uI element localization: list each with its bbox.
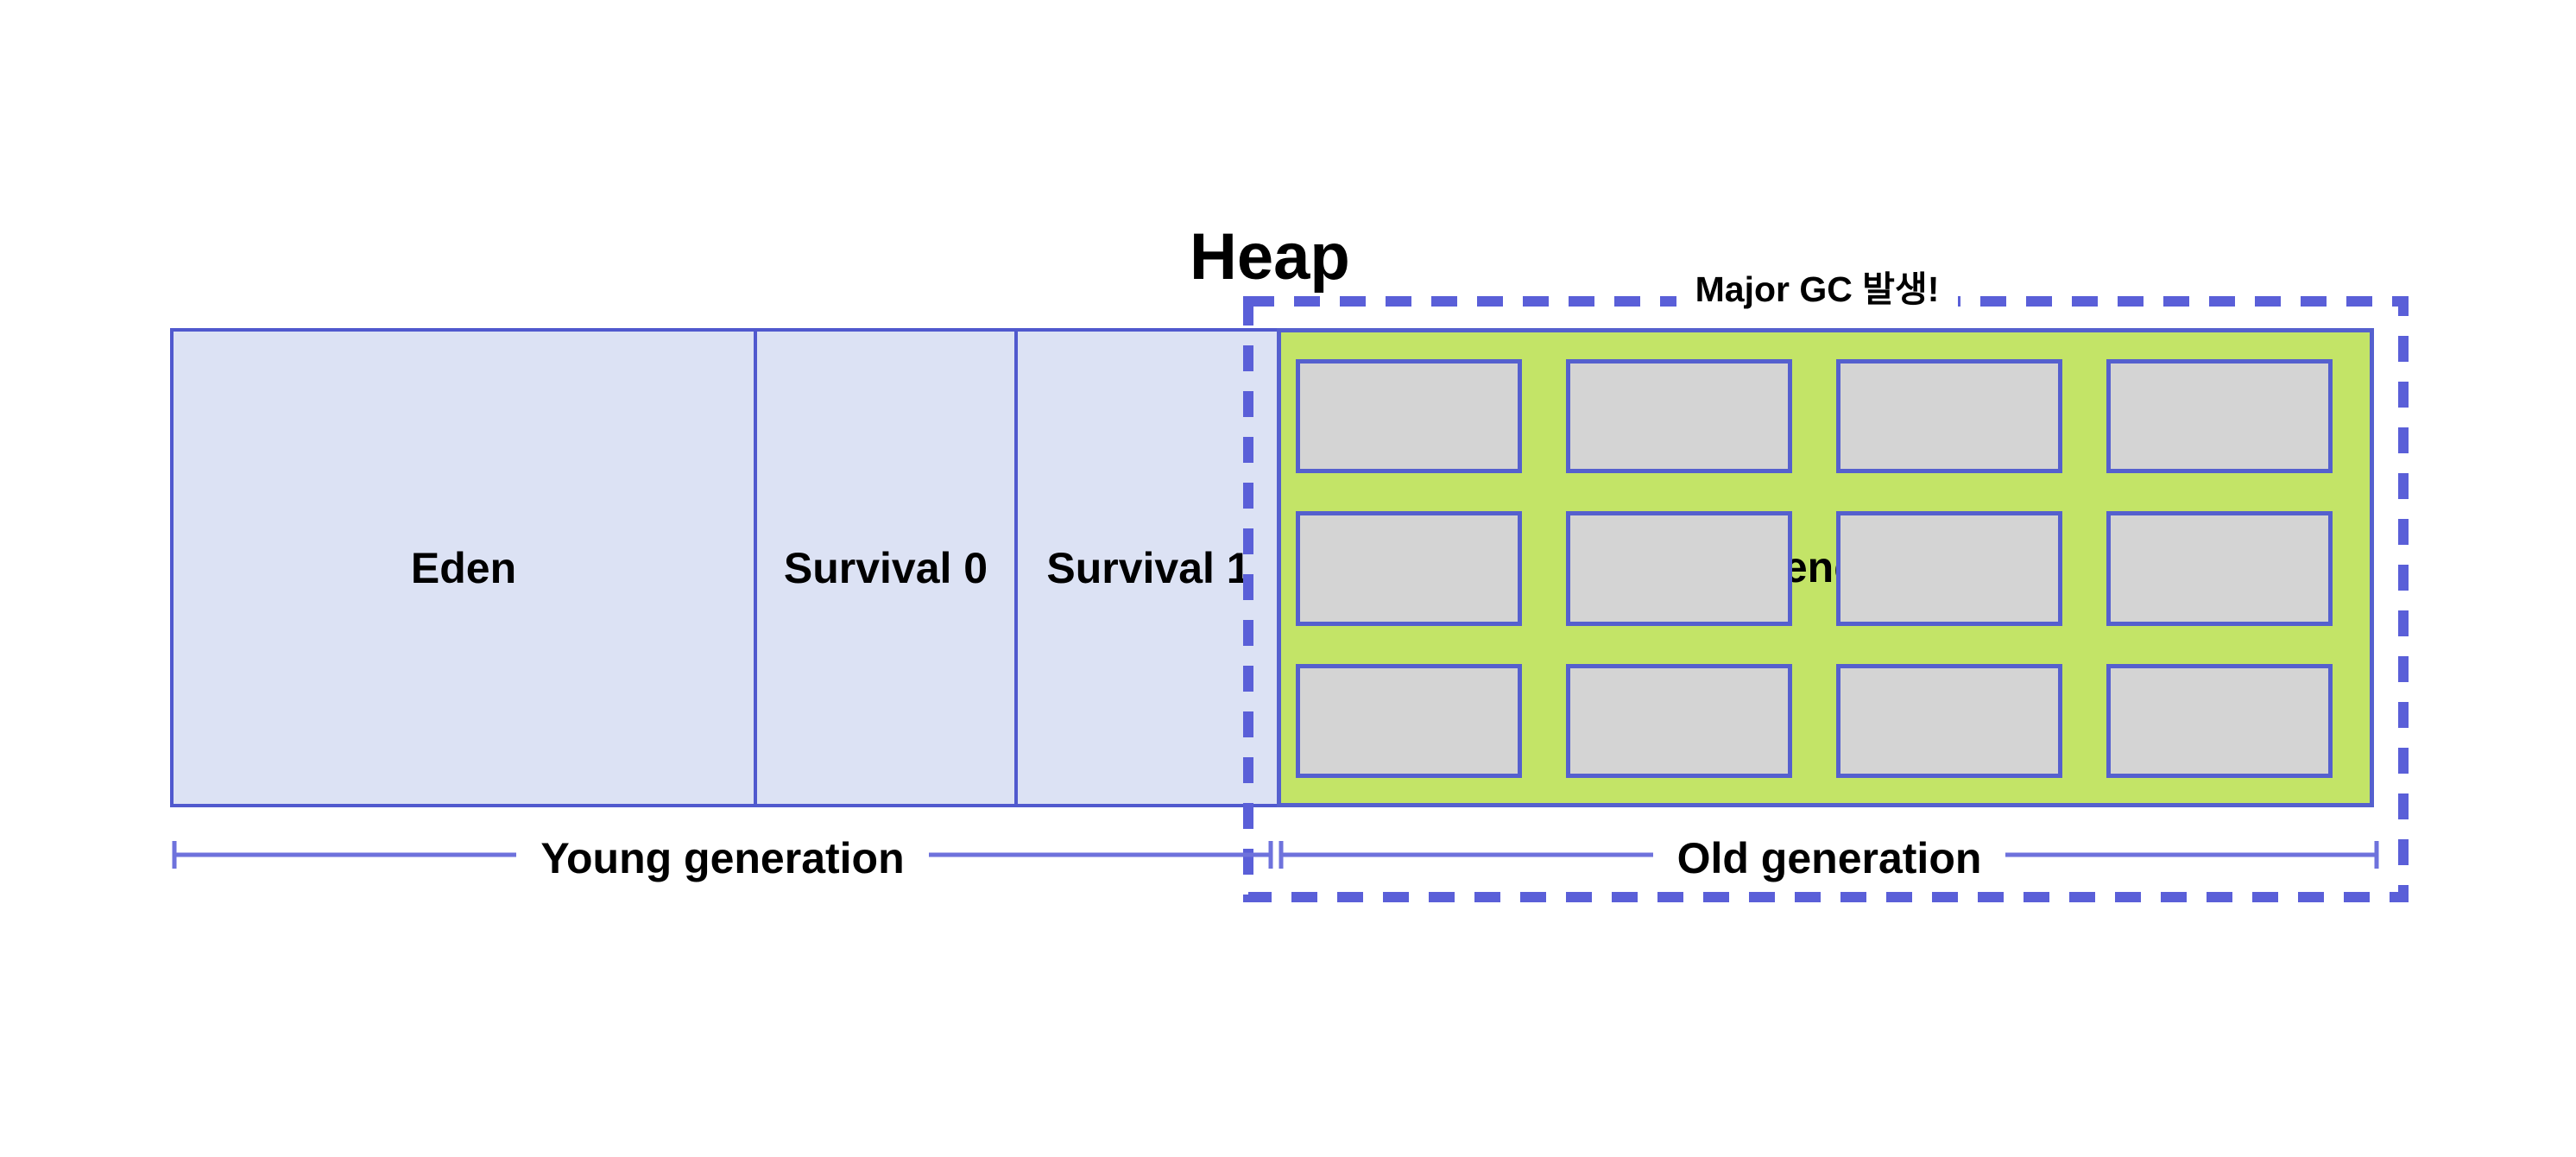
old-gen-object-cell [1836, 663, 2062, 778]
old-gen-object-cell [1836, 359, 2062, 474]
old-gen-object-cell [1296, 511, 1522, 626]
survival0-region: Survival 0 [757, 332, 1018, 804]
old-gen-object-cell [2106, 663, 2333, 778]
old-generation-bracket-label: Old generation [1280, 831, 2378, 886]
page-title: Heap [1190, 220, 1350, 294]
survival1-region: Survival 1 [1018, 332, 1279, 804]
old-gen-object-cell [1566, 511, 1792, 626]
survival1-label: Survival 1 [1046, 543, 1251, 592]
old-gen-object-cell [1296, 359, 1522, 474]
eden-label: Eden [410, 543, 517, 592]
old-gen-object-cell [2106, 511, 2333, 626]
old-gen-object-cell [1296, 663, 1522, 778]
eden-region: Eden [174, 332, 757, 804]
old-gen-object-cell [2106, 359, 2333, 474]
old-gen-object-cell [1566, 663, 1792, 778]
old-gen-object-grid [1277, 328, 2374, 807]
young-generation-bracket-label: Young generation [173, 831, 1272, 886]
old-gen-object-cell [1836, 511, 2062, 626]
survival0-label: Survival 0 [783, 543, 988, 592]
major-gc-annotation: Major GC 발생! [1558, 264, 2076, 314]
major-gc-annotation-text: Major GC 발생! [1676, 264, 1959, 314]
old-generation-label-text: Old generation [1652, 831, 2006, 886]
young-generation-label-text: Young generation [516, 831, 929, 886]
old-gen-object-cell [1566, 359, 1792, 474]
